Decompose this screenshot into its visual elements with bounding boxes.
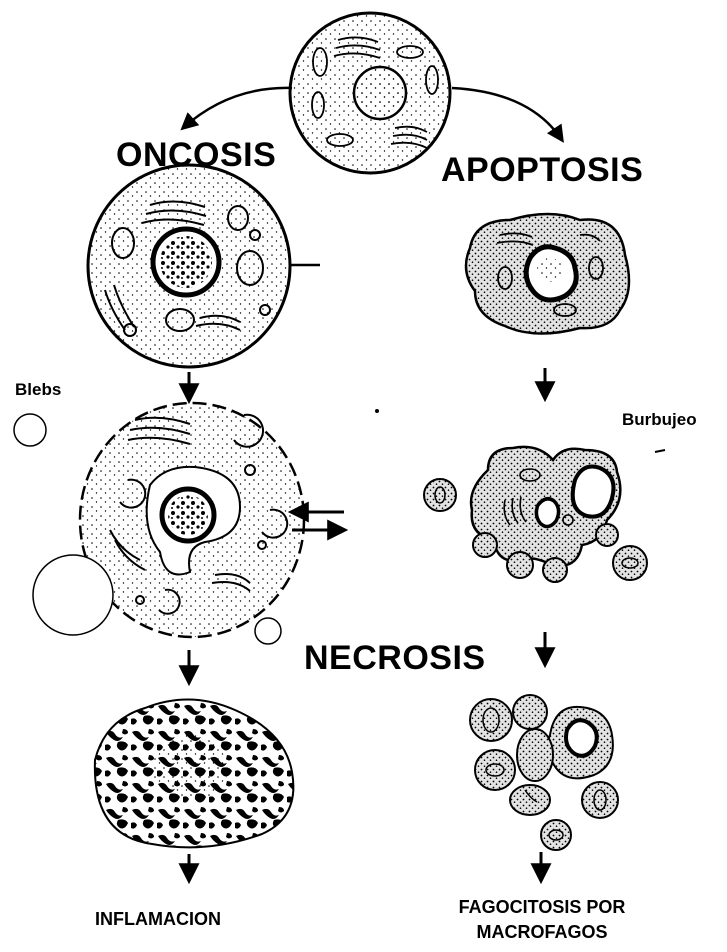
label-inflamacion: INFLAMACION bbox=[95, 907, 221, 932]
apoptotic-budding-cell bbox=[424, 447, 647, 582]
apoptotic-bodies bbox=[470, 695, 618, 850]
oncosis-swollen-cell bbox=[88, 165, 320, 367]
label-apoptosis: APOPTOSIS bbox=[441, 151, 643, 190]
arrow-to-apoptosis bbox=[452, 88, 562, 140]
label-oncosis: ONCOSIS bbox=[116, 136, 276, 175]
necrotic-cell bbox=[95, 699, 294, 847]
oncosis-blebbing-cell bbox=[14, 403, 304, 644]
label-fagocitosis: FAGOCITOSIS POR MACROFAGOS bbox=[437, 895, 647, 945]
arrow-to-oncosis bbox=[183, 88, 292, 128]
label-fagocitosis-line2: MACROFAGOS bbox=[437, 920, 647, 945]
label-necrosis: NECROSIS bbox=[304, 639, 486, 678]
apoptotic-shrunken-cell bbox=[466, 214, 629, 334]
label-fagocitosis-line1: FAGOCITOSIS POR bbox=[437, 895, 647, 920]
label-burbujeo: Burbujeo bbox=[622, 410, 697, 430]
normal-cell bbox=[290, 13, 450, 173]
label-blebs: Blebs bbox=[15, 380, 61, 400]
